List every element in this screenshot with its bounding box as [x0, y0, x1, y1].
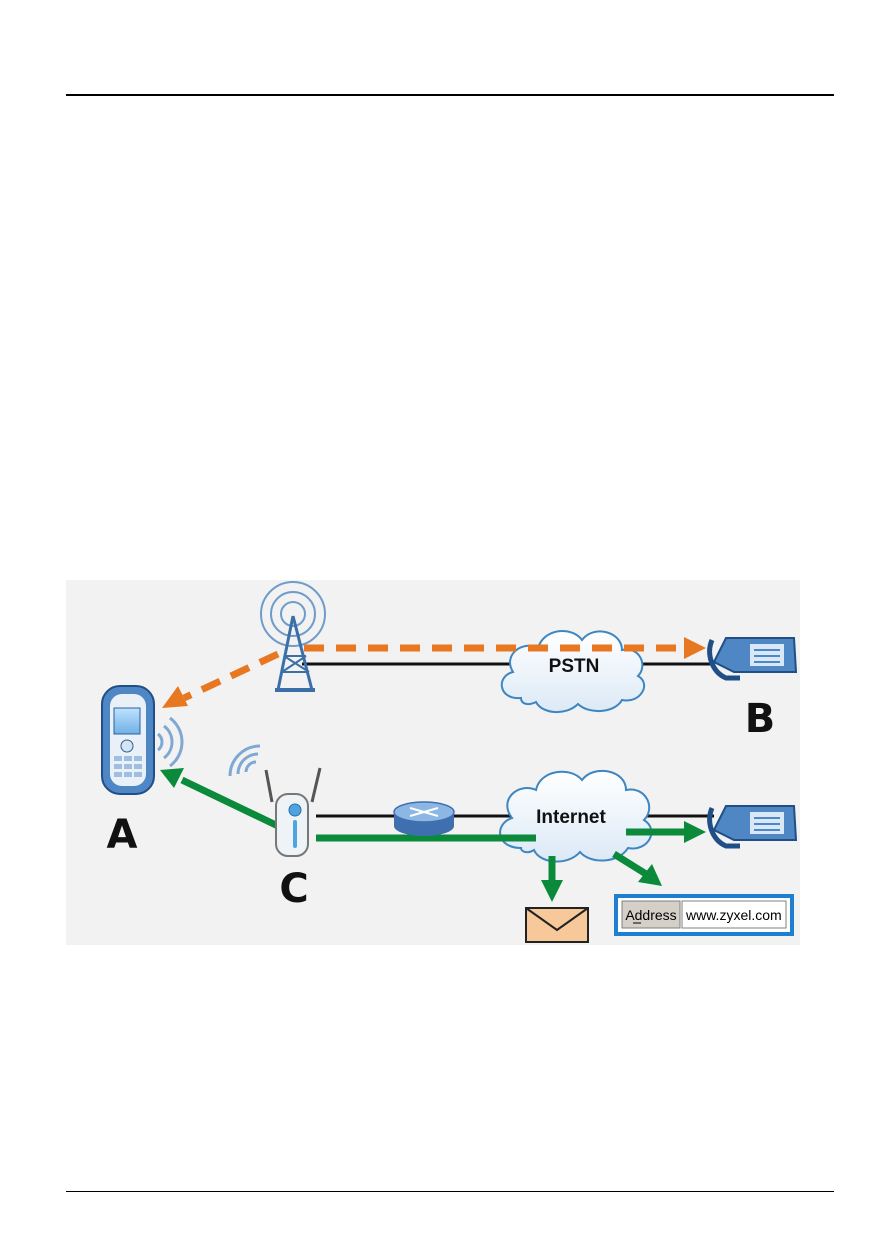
- internet-label: Internet: [536, 807, 606, 828]
- footer-rule: [66, 1191, 834, 1192]
- diagram-background: [66, 580, 800, 945]
- mobile-phone-icon: [102, 686, 154, 794]
- email-envelope-icon: [526, 908, 588, 942]
- label-a: A: [107, 812, 138, 858]
- address-label: Address: [625, 907, 676, 923]
- router-icon: [394, 802, 454, 836]
- network-diagram: PSTN Internet: [66, 580, 800, 945]
- address-url: www.zyxel.com: [685, 907, 782, 923]
- header-rule: [66, 94, 834, 96]
- label-c: C: [279, 866, 308, 912]
- pstn-label: PSTN: [549, 656, 600, 677]
- label-b: B: [745, 696, 776, 742]
